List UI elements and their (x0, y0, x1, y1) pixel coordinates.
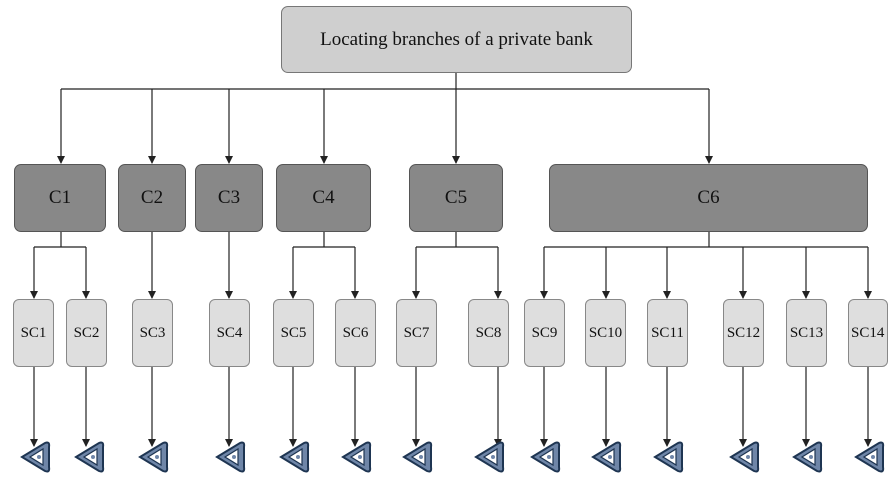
subcriterion-box-sc8: SC8 (468, 299, 509, 367)
criterion-label: C1 (48, 187, 72, 208)
subcriterion-box-sc5: SC5 (273, 299, 314, 367)
subcriterion-label: SC2 (73, 324, 100, 341)
subcriterion-label: SC6 (342, 324, 369, 341)
subcriterion-box-sc2: SC2 (66, 299, 107, 367)
criterion-box-c5: C5 (409, 164, 503, 232)
subcriterion-box-sc11: SC11 (647, 299, 688, 367)
bank-branch-location-icon (854, 441, 885, 473)
subcriterion-label: SC7 (403, 324, 430, 341)
subcriterion-label: SC1 (20, 324, 47, 341)
bank-branch-location-icon (530, 441, 561, 473)
bank-branch-location-icon (402, 441, 433, 473)
bank-branch-location-icon (138, 441, 169, 473)
root-goal-label: Locating branches of a private bank (320, 28, 593, 50)
subcriterion-label: SC10 (588, 324, 623, 341)
subcriterion-label: SC14 (851, 324, 885, 341)
bank-branch-location-icon (341, 441, 372, 473)
subcriterion-box-sc12: SC12 (723, 299, 764, 367)
bank-branch-location-icon (20, 441, 51, 473)
criterion-label: C2 (140, 187, 164, 208)
bank-branch-location-icon (792, 441, 823, 473)
subcriterion-label: SC11 (651, 324, 684, 341)
criterion-box-c2: C2 (118, 164, 186, 232)
subcriterion-box-sc13: SC13 (786, 299, 827, 367)
subcriterion-label: SC8 (475, 324, 502, 341)
criterion-box-c6: C6 (549, 164, 868, 232)
subcriterion-box-sc4: SC4 (209, 299, 250, 367)
bank-branch-location-icon (474, 441, 505, 473)
subcriterion-box-sc9: SC9 (524, 299, 565, 367)
subcriterion-box-sc3: SC3 (132, 299, 173, 367)
bank-branch-location-icon (215, 441, 246, 473)
bank-branch-location-icon (279, 441, 310, 473)
subcriterion-label: SC4 (216, 324, 243, 341)
subcriterion-label: SC12 (726, 324, 761, 341)
criterion-label: C3 (217, 187, 241, 208)
subcriterion-box-sc6: SC6 (335, 299, 376, 367)
subcriterion-box-sc1: SC1 (13, 299, 54, 367)
subcriterion-box-sc14: SC14 (848, 299, 888, 367)
criterion-label: C4 (312, 187, 335, 208)
bank-branch-location-icon (653, 441, 684, 473)
subcriterion-label: SC13 (789, 324, 824, 341)
criterion-label: C5 (444, 187, 468, 208)
bank-branch-location-icon (591, 441, 622, 473)
subcriterion-label: SC9 (531, 324, 558, 341)
subcriterion-label: SC3 (139, 324, 166, 341)
criterion-box-c1: C1 (14, 164, 106, 232)
bank-branch-location-icon (74, 441, 105, 473)
criterion-label: C6 (697, 187, 720, 208)
subcriterion-label: SC5 (280, 324, 307, 341)
root-goal-box: Locating branches of a private bank (281, 6, 632, 73)
criterion-box-c4: C4 (276, 164, 371, 232)
subcriterion-box-sc7: SC7 (396, 299, 437, 367)
subcriterion-box-sc10: SC10 (585, 299, 626, 367)
bank-branch-location-icon (729, 441, 760, 473)
criterion-box-c3: C3 (195, 164, 263, 232)
